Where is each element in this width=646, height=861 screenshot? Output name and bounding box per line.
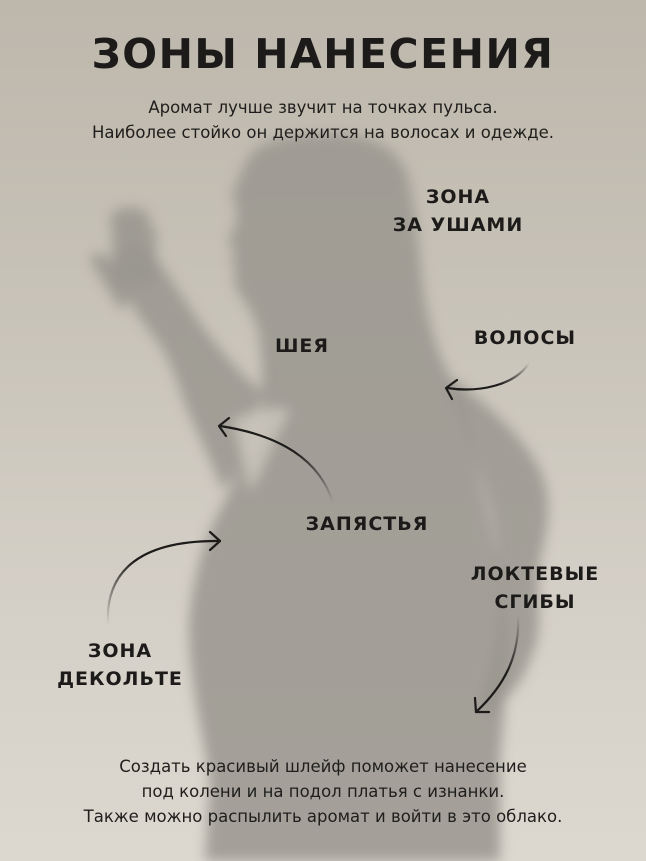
zone-label-behind-ears: ЗОНА ЗА УШАМИ	[378, 183, 538, 239]
zone-label-line: ДЕКОЛЬТЕ	[57, 668, 183, 690]
zone-label-line: ЗА УШАМИ	[392, 214, 524, 236]
footer-text: Создать красивый шлейф поможет нанесение…	[0, 754, 646, 829]
subtitle-line: Аромат лучше звучит на точках пульса.	[148, 98, 498, 117]
zone-label-elbows: ЛОКТЕВЫЕ СГИБЫ	[450, 560, 620, 616]
zone-label-decollete: ЗОНА ДЕКОЛЬТЕ	[35, 637, 205, 693]
footer-line: Создать красивый шлейф поможет нанесение	[119, 757, 527, 776]
zone-label-line: ЗОНА	[87, 640, 153, 662]
zone-label-line: СГИБЫ	[494, 591, 576, 613]
subtitle-line: Наиболее стойко он держится на волосах и…	[91, 123, 555, 142]
subtitle: Аромат лучше звучит на точках пульса. На…	[0, 95, 646, 145]
zone-label-neck: ШЕЯ	[274, 335, 330, 357]
footer-line: под колени и на подол платья с изнанки.	[141, 782, 505, 801]
footer-line: Также можно распылить аромат и войти в э…	[83, 807, 563, 826]
zone-label-line: ЛОКТЕВЫЕ	[470, 563, 600, 585]
zone-label-line: ЗОНА	[425, 186, 491, 208]
zone-label-wrists: ЗАПЯСТЬЯ	[305, 513, 429, 535]
page-title: ЗОНЫ НАНЕСЕНИЯ	[91, 30, 555, 78]
zone-label-hair: ВОЛОСЫ	[473, 327, 577, 349]
